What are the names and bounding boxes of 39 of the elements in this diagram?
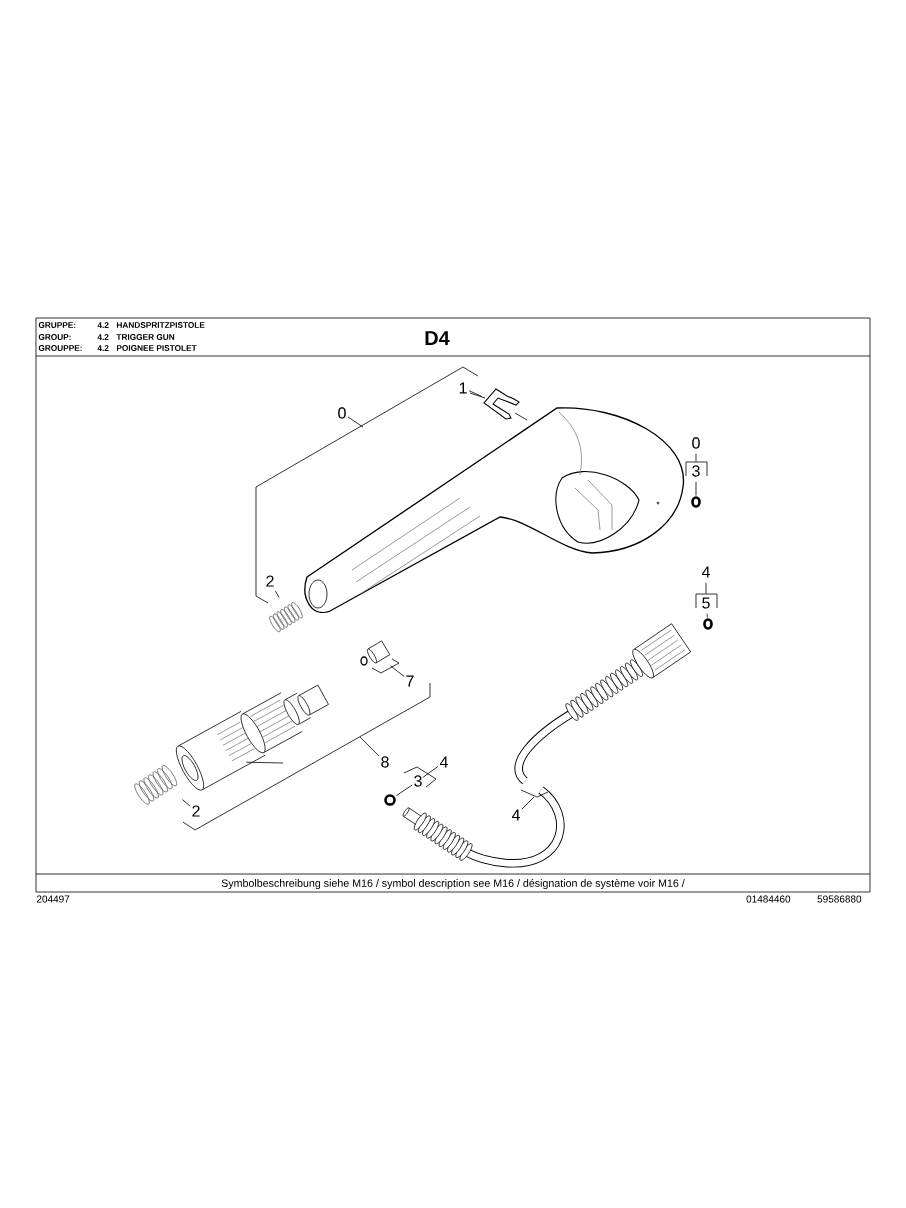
o-ring-drawing <box>703 618 713 630</box>
bracket <box>255 366 479 604</box>
bracketed-callout-number: 3 <box>685 461 708 477</box>
leader-line <box>695 453 697 462</box>
spring-drawing <box>269 602 303 633</box>
clip-drawing <box>483 388 520 420</box>
group-number: 4.2 <box>97 345 109 351</box>
caption: Symbolbeschreibung siehe M16 / symbol description see M16 / désignation de système voir M16 / <box>221 878 685 890</box>
group-name: TRIGGER GUN <box>116 334 175 340</box>
group-name: POIGNEE PISTOLET <box>116 345 197 351</box>
leader-line <box>468 390 482 397</box>
leader-line <box>521 796 535 810</box>
leader-line <box>390 665 405 677</box>
group-label: GROUP: <box>38 334 71 340</box>
leader-line <box>275 590 280 598</box>
document-number: 204497 <box>36 895 70 903</box>
nozzle-cap-drawing <box>360 640 391 666</box>
title: D4 <box>425 331 450 345</box>
o-ring-drawing <box>691 496 701 508</box>
leader-line <box>182 799 191 807</box>
group-name: HANDSPRITZPISTOLE <box>116 322 205 328</box>
spring-drawing <box>134 765 178 805</box>
leader-line <box>347 416 364 428</box>
leader-line <box>706 613 708 618</box>
leader-line <box>359 736 380 757</box>
bracketed-callout-number: 5 <box>695 593 718 609</box>
callout-number: 0 <box>692 437 700 449</box>
callout-number: 4 <box>701 566 710 578</box>
hose-drawing <box>402 623 692 868</box>
group-label: GROUPPE: <box>38 345 82 351</box>
leader-line <box>396 784 413 797</box>
leader-line <box>705 582 707 594</box>
part-number: 01484460 <box>746 895 791 903</box>
group-number: 4.2 <box>97 322 109 328</box>
leader-line <box>422 765 439 778</box>
group-number: 4.2 <box>97 334 109 340</box>
part-number: 59586880 <box>817 895 862 903</box>
group-label: GRUPPE: <box>38 322 76 328</box>
leader-line <box>695 481 697 496</box>
